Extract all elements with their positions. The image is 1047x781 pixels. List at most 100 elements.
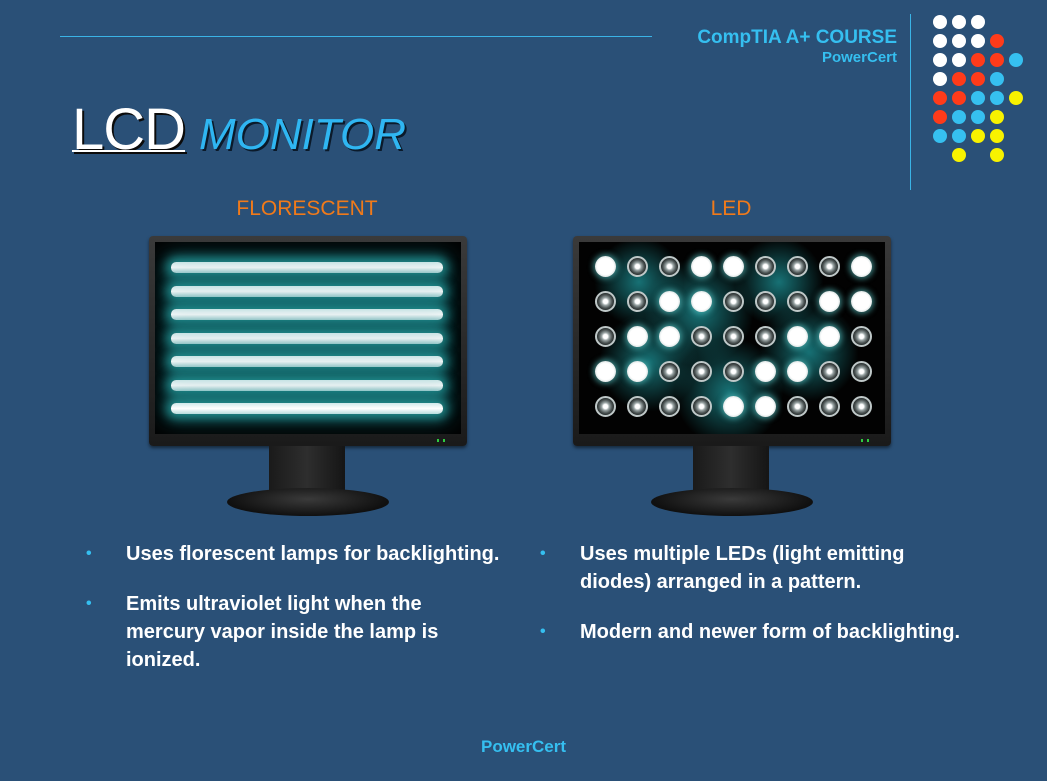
list-item: •Uses florescent lamps for backlighting. <box>86 540 506 568</box>
monitor-stand-base <box>651 488 813 516</box>
led-diode <box>819 361 840 382</box>
list-item: •Modern and newer form of backlighting. <box>540 618 980 646</box>
led-diode <box>659 361 680 382</box>
led-diode <box>819 326 840 347</box>
course-header: CompTIA A+ COURSE PowerCert <box>697 27 897 67</box>
power-indicator-icon <box>861 439 869 442</box>
decorative-dot <box>990 129 1004 143</box>
florescent-lamp <box>171 332 443 344</box>
title-monitor: MONITOR <box>199 110 406 159</box>
led-diode <box>627 396 648 417</box>
decorative-dot <box>990 53 1004 67</box>
led-diode <box>755 256 776 277</box>
decorative-dot <box>990 91 1004 105</box>
decorative-dot <box>971 91 985 105</box>
led-diode <box>755 361 776 382</box>
monitor-bezel <box>149 236 467 446</box>
vertical-rule <box>910 14 911 190</box>
slide-title: LCD MONITOR <box>72 96 406 163</box>
monitor-screen <box>155 242 461 434</box>
decorative-dot <box>952 72 966 86</box>
led-diode <box>723 361 744 382</box>
led-diode <box>691 256 712 277</box>
decorative-dot <box>990 72 1004 86</box>
led-diode <box>755 291 776 312</box>
led-diode <box>723 326 744 347</box>
florescent-lamp <box>171 285 443 297</box>
led-diode <box>755 396 776 417</box>
decorative-dot <box>952 110 966 124</box>
led-diode <box>723 256 744 277</box>
led-diode <box>595 291 616 312</box>
led-diode <box>659 291 680 312</box>
monitor-screen <box>579 242 885 434</box>
led-diode <box>851 256 872 277</box>
led-diode <box>691 326 712 347</box>
decorative-dot <box>952 53 966 67</box>
label-florescent: FLORESCENT <box>236 197 378 220</box>
monitor-stand-base <box>227 488 389 516</box>
florescent-lamp <box>171 403 443 414</box>
bullet-icon: • <box>540 623 546 640</box>
florescent-bullet-list: •Uses florescent lamps for backlighting.… <box>86 540 506 696</box>
course-brand: PowerCert <box>821 49 897 66</box>
decorative-dot <box>971 72 985 86</box>
label-led: LED <box>710 197 752 220</box>
florescent-lamp <box>171 309 443 320</box>
decorative-dot <box>971 34 985 48</box>
led-diode <box>851 396 872 417</box>
led-diode <box>723 396 744 417</box>
led-bullet-list: •Uses multiple LEDs (light emitting diod… <box>540 540 980 668</box>
led-diode <box>787 361 808 382</box>
decorative-dot <box>952 34 966 48</box>
title-lcd: LCD <box>72 97 186 162</box>
led-diode <box>691 291 712 312</box>
decorative-dot <box>952 129 966 143</box>
led-diode <box>787 326 808 347</box>
list-item: •Uses multiple LEDs (light emitting diod… <box>540 540 980 596</box>
led-diode <box>851 361 872 382</box>
led-diode <box>691 396 712 417</box>
decorative-dot <box>952 148 966 162</box>
led-diode <box>819 291 840 312</box>
bullet-icon: • <box>86 545 92 562</box>
bullet-icon: • <box>86 595 92 612</box>
decorative-dot <box>971 110 985 124</box>
decorative-dot <box>933 110 947 124</box>
decorative-dot <box>971 129 985 143</box>
florescent-monitor-image <box>149 236 469 526</box>
led-diode <box>627 361 648 382</box>
led-diode <box>627 291 648 312</box>
led-diode <box>595 326 616 347</box>
led-diode <box>723 291 744 312</box>
decorative-dot <box>952 15 966 29</box>
list-item: •Emits ultraviolet light when the mercur… <box>86 590 506 674</box>
decorative-dot <box>990 110 1004 124</box>
florescent-lamp <box>171 262 443 273</box>
led-diode <box>851 291 872 312</box>
led-diode <box>787 396 808 417</box>
bullet-icon: • <box>540 545 546 562</box>
led-diode <box>659 256 680 277</box>
header-rule <box>60 36 652 37</box>
decorative-dot <box>952 91 966 105</box>
led-diode <box>595 361 616 382</box>
led-diode <box>787 256 808 277</box>
florescent-lamp <box>171 379 443 391</box>
led-diode <box>595 396 616 417</box>
decorative-dot <box>933 15 947 29</box>
decorative-dot <box>990 148 1004 162</box>
decorative-dot <box>933 129 947 143</box>
decorative-dot <box>933 53 947 67</box>
led-glow <box>759 302 859 402</box>
led-diode <box>787 291 808 312</box>
power-indicator-icon <box>437 439 445 442</box>
decorative-dot <box>971 53 985 67</box>
led-diode <box>659 326 680 347</box>
decorative-dot <box>1009 53 1023 67</box>
led-diode <box>659 396 680 417</box>
led-diode <box>691 361 712 382</box>
footer-brand: PowerCert <box>480 737 567 756</box>
decorative-dot <box>933 72 947 86</box>
